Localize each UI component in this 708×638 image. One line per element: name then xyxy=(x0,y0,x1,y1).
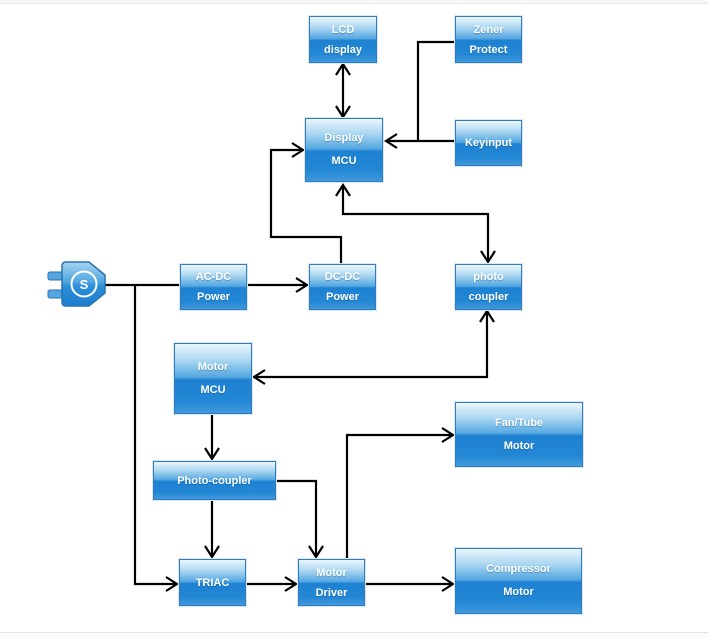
node-label: TRIAC xyxy=(195,576,230,589)
connector-acdc-dcdc xyxy=(247,277,310,293)
connector-display-mcu-photo-coupler xyxy=(335,182,496,265)
connector-photo-coupler2-triac xyxy=(204,500,220,560)
node-label: Power xyxy=(196,291,230,303)
connector-plug-triac xyxy=(133,285,180,592)
page-top-rule xyxy=(0,0,708,4)
node-label: Protect xyxy=(469,43,508,56)
node-label: Motor xyxy=(316,566,347,579)
node-label: photo xyxy=(473,271,504,283)
node-fan-tube-motor: Fan/Tube Motor xyxy=(455,402,583,467)
node-label: Motor xyxy=(197,360,229,373)
node-label: Zener xyxy=(473,23,504,36)
node-motor-mcu: Motor MCU xyxy=(174,343,252,414)
connector-motor-driver-compressor xyxy=(365,576,456,592)
node-keyinput: Keyinput xyxy=(455,120,522,166)
node-label: DC-DC xyxy=(324,271,361,283)
node-label: LCD xyxy=(331,23,355,36)
node-lcd-display: LCD display xyxy=(309,16,377,63)
node-label: Keyinput xyxy=(464,137,513,149)
node-label: Fan/Tube xyxy=(494,416,544,429)
power-plug-symbol: S xyxy=(47,261,106,307)
node-label: display xyxy=(324,43,362,56)
plug-body xyxy=(61,261,106,307)
node-acdc-power: AC-DC Power xyxy=(180,264,247,310)
page-bottom-rule xyxy=(0,632,708,638)
plug-letter: S xyxy=(80,277,89,292)
node-label: Display xyxy=(324,132,364,144)
node-label: Power xyxy=(325,291,359,303)
node-label: coupler xyxy=(468,291,509,303)
node-dcdc-power: DC-DC Power xyxy=(309,264,376,310)
node-compressor-motor: Compressor Motor xyxy=(455,548,582,614)
node-display-mcu: Display MCU xyxy=(305,118,383,182)
node-zener-protect: Zener Protect xyxy=(455,16,522,63)
connector-motor-driver-fan xyxy=(345,427,456,559)
connector-triac-motor-driver xyxy=(246,576,299,592)
node-label: Motor xyxy=(503,586,534,598)
node-motor-driver: Motor Driver xyxy=(298,559,365,606)
connector-lcd-display-mcu xyxy=(335,61,351,120)
node-label: Photo-coupler xyxy=(177,474,252,487)
node-label: Driver xyxy=(315,586,348,599)
connector-zener-junction xyxy=(416,40,455,141)
node-triac: TRIAC xyxy=(179,559,246,606)
node-label: MCU xyxy=(200,383,226,396)
node-label: MCU xyxy=(331,155,357,167)
connector-photo-coupler2-motor-driver xyxy=(276,479,324,560)
connector-dcdc-display-mcu xyxy=(269,142,343,263)
connector-keyinput-display-mcu xyxy=(383,133,455,149)
node-label: AC-DC xyxy=(195,271,232,283)
node-label: Compressor xyxy=(486,563,551,575)
node-photo-coupler: photo coupler xyxy=(455,264,522,310)
plug-circle xyxy=(70,270,98,298)
connector-motor-mcu-photo-coupler2 xyxy=(204,414,220,462)
node-photo-coupler-2: Photo-coupler xyxy=(153,461,276,500)
node-label: Motor xyxy=(503,439,535,452)
connector-photo-coupler-motor-mcu xyxy=(251,308,495,385)
